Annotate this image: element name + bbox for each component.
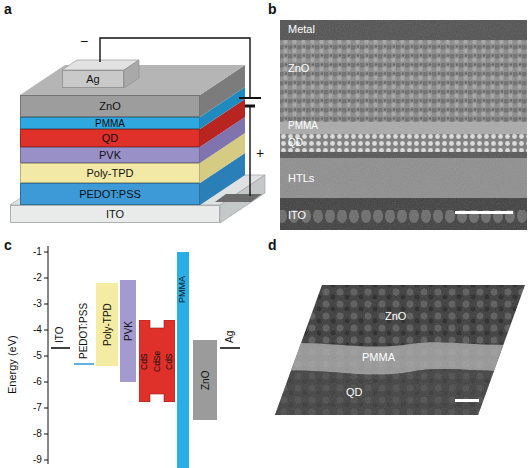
figure-label: − xyxy=(80,34,88,49)
layer-name: ITO xyxy=(106,208,124,220)
panel-letter: b xyxy=(268,2,277,17)
battery-plate xyxy=(239,97,261,99)
layer-name: Poly-TPD xyxy=(102,303,113,346)
figure-label: PEDOT:PSS xyxy=(78,303,89,359)
layer-name: CdSe xyxy=(153,350,162,371)
figure-label: PMMA xyxy=(288,120,318,131)
image-noise xyxy=(280,20,527,230)
figure-label: -2 xyxy=(33,272,42,283)
device-layer: ITO xyxy=(10,205,220,223)
wire xyxy=(249,106,250,196)
figure-label: Energy (eV) xyxy=(6,335,18,394)
energy-band: PVK xyxy=(120,280,136,382)
figure-label: -3 xyxy=(33,298,42,309)
energy-axis xyxy=(44,246,48,464)
device-layer: PEDOT:PSS xyxy=(20,183,200,205)
figure-label: QD xyxy=(288,137,303,148)
pedot-level xyxy=(74,363,94,365)
layer-name: PVK xyxy=(99,149,121,161)
figure-label: -1 xyxy=(33,246,42,257)
panel-letter: a xyxy=(4,2,12,17)
contact-pad xyxy=(215,194,262,202)
figure-label: -8 xyxy=(33,428,42,439)
figure-label: HTLs xyxy=(288,172,314,184)
device-stack xyxy=(10,60,265,223)
layer-name: PMMA xyxy=(178,276,188,303)
layer-name: QD xyxy=(102,132,119,144)
layer-name: PEDOT:PSS xyxy=(79,188,141,200)
figure-label: Metal xyxy=(288,23,315,35)
figure-label: -4 xyxy=(33,324,42,335)
panel-letter: d xyxy=(268,238,277,253)
panel-letter: c xyxy=(4,238,12,253)
layer-name: PVK xyxy=(123,321,134,341)
device-layer: Poly-TPD xyxy=(20,163,200,183)
ag-side-face xyxy=(124,60,139,88)
figure-label: -5 xyxy=(33,350,42,361)
figure-label: ITO xyxy=(288,209,306,221)
figure-label: + xyxy=(256,146,264,161)
device-layer: Ag xyxy=(62,70,124,88)
ag-level xyxy=(220,347,240,349)
figure-label: -6 xyxy=(33,376,42,387)
layer-name: CdS xyxy=(165,353,174,370)
figure-label: -9 xyxy=(33,454,42,465)
layer-name: Poly-TPD xyxy=(86,167,133,179)
layer-name: CdS xyxy=(140,353,149,370)
layer-name: Ag xyxy=(86,73,99,85)
layer-name: ZnO xyxy=(200,370,211,389)
tem-zoom xyxy=(270,280,530,420)
energy-band: CdSCdSeCdS xyxy=(139,320,175,402)
energy-band: PMMA xyxy=(177,252,189,468)
qd-band-outline xyxy=(139,320,175,402)
device-layer: PVK xyxy=(20,147,200,163)
layer-name: ZnO xyxy=(99,100,120,112)
figure-label: -7 xyxy=(33,402,42,413)
tem-image xyxy=(280,20,527,230)
figure-label: QD xyxy=(346,386,363,398)
device-layer: PMMA xyxy=(20,117,200,129)
device-layer: QD xyxy=(20,129,200,147)
figure-label: ZnO xyxy=(288,62,309,74)
figure-label: PMMA xyxy=(362,351,395,363)
energy-band: Poly-TPD xyxy=(96,283,118,366)
image-noise xyxy=(270,280,530,420)
scale-bar xyxy=(455,399,479,402)
wire xyxy=(100,38,250,98)
figure-label: ITO xyxy=(54,327,65,343)
scale-bar xyxy=(455,211,513,214)
zoom-ground xyxy=(270,280,530,420)
layer-name: PMMA xyxy=(95,118,125,129)
axis-line xyxy=(48,246,49,464)
energy-band: ZnO xyxy=(193,340,217,420)
ito-level xyxy=(51,347,70,349)
figure-label: ZnO xyxy=(385,310,406,322)
device-layer: ZnO xyxy=(20,95,200,117)
figure-label: Ag xyxy=(224,331,235,343)
